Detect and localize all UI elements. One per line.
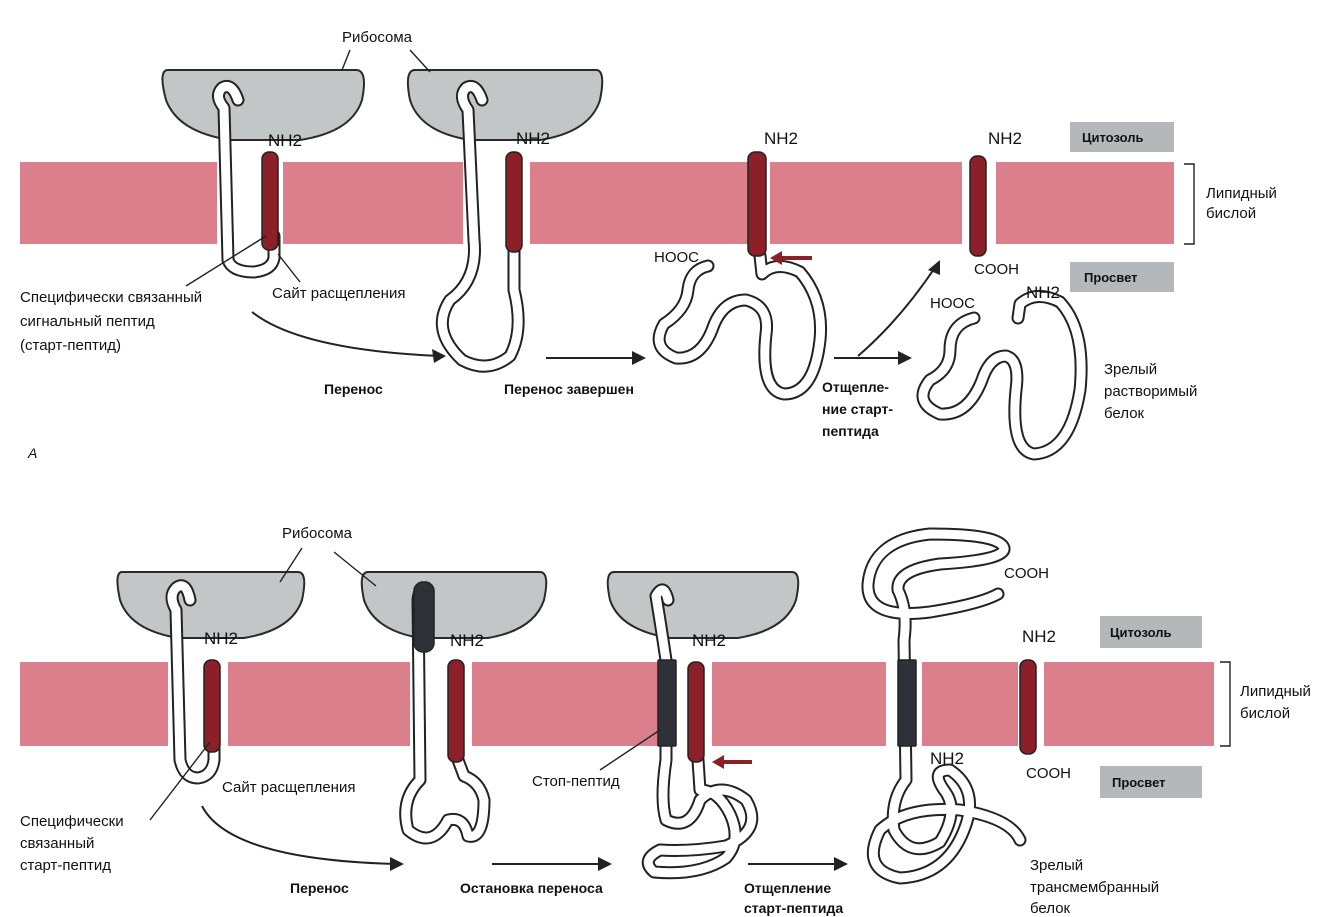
ribosome-pointer — [410, 50, 430, 72]
cleaved-signal-peptide — [970, 156, 986, 256]
signal-peptide-label: Специфически связанный — [20, 289, 202, 306]
nh2-label: NH2 — [764, 129, 798, 148]
ribosome — [608, 572, 799, 638]
lumen-tag-text: Просвет — [1112, 775, 1166, 790]
signal-peptide-label: (старт-пептид) — [20, 337, 121, 354]
bilayer-bracket — [1184, 164, 1194, 244]
nh2-label: NH2 — [450, 631, 484, 650]
ribosome-label: Рибосома — [282, 525, 353, 542]
ribosome — [408, 70, 602, 140]
process-arrow-head — [632, 351, 646, 365]
step-label: ние старт- — [822, 401, 893, 417]
ribosome-label: Рибосома — [342, 29, 413, 46]
result-label: Зрелый — [1030, 857, 1083, 874]
stop-peptide — [898, 660, 916, 746]
signal-peptide — [506, 152, 522, 252]
cleavage-site-label: Сайт расщепления — [272, 285, 405, 302]
mature-protein — [923, 296, 1081, 454]
cooh-label: COOH — [974, 261, 1019, 278]
nh2-label: NH2 — [930, 749, 964, 768]
cleavage-arrow-head — [712, 755, 724, 769]
signal-peptide — [748, 152, 766, 256]
process-arrow-head — [928, 260, 940, 275]
step-label: старт-пептида — [744, 900, 843, 916]
result-label: Зрелый — [1104, 361, 1157, 378]
membrane-segment — [770, 162, 962, 244]
bilayer-label: бислой — [1206, 205, 1256, 222]
process-arrow-head — [598, 857, 612, 871]
panel-a: Рибосома Цитозоль Просвет Липидный бисло… — [20, 29, 1277, 461]
cleavage-pointer — [278, 254, 300, 282]
step-label: Перенос — [290, 880, 349, 896]
start-peptide-label: Специфически — [20, 813, 124, 830]
step-label: Перенос завершен — [504, 381, 634, 397]
start-peptide — [204, 660, 220, 752]
lumen-tag-text: Просвет — [1084, 270, 1138, 285]
nh2-label: NH2 — [268, 131, 302, 150]
step-label: Отщепле- — [822, 379, 889, 395]
membrane-segment — [283, 162, 463, 244]
nh2-label: NH2 — [204, 629, 238, 648]
step-label: Остановка переноса — [460, 880, 603, 896]
signal-peptide-label: сигнальный пептид — [20, 313, 155, 330]
start-peptide — [688, 662, 704, 762]
result-label: растворимый — [1104, 383, 1197, 400]
nh2-label: NH2 — [1026, 283, 1060, 302]
step-label: Отщепление — [744, 880, 831, 896]
cleavage-site-label: Сайт расщепления — [222, 779, 355, 796]
process-arrow-head — [390, 857, 404, 871]
start-peptide-label: связанный — [20, 835, 94, 852]
membrane-segment — [472, 662, 660, 746]
panel-b: Рибосома Цитозоль Просвет Липидный бисло… — [20, 525, 1311, 917]
panel-letter: A — [27, 445, 37, 461]
process-arrow-head — [898, 351, 912, 365]
membrane-segment — [922, 662, 1018, 746]
process-arrow — [202, 806, 398, 864]
membrane-segment — [530, 162, 752, 244]
cooh-label: COOH — [1026, 765, 1071, 782]
nh2-label: NH2 — [516, 129, 550, 148]
membrane-segment — [996, 162, 1174, 244]
bilayer-label: Липидный — [1240, 683, 1311, 700]
ribosome — [162, 70, 364, 140]
process-arrow-head — [834, 857, 848, 871]
result-label: трансмембранный — [1030, 879, 1159, 896]
hooc-label: HOOC — [930, 295, 975, 312]
membrane-segment — [712, 662, 886, 746]
result-label: белок — [1104, 405, 1145, 422]
nh2-label: NH2 — [692, 631, 726, 650]
cleaved-start-peptide — [1020, 660, 1036, 754]
membrane-segment — [20, 662, 168, 746]
membrane-segment — [20, 162, 217, 244]
result-label: белок — [1030, 900, 1071, 917]
signal-peptide — [262, 152, 278, 250]
stop-peptide — [414, 582, 434, 652]
cytosol-tag-text: Цитозоль — [1110, 625, 1171, 640]
cytosol-tag-text: Цитозоль — [1082, 130, 1143, 145]
bilayer-bracket — [1220, 662, 1230, 746]
stop-peptide-label: Стоп-пептид — [532, 773, 620, 790]
ribosome-pointer — [342, 50, 350, 70]
start-peptide-label: старт-пептид — [20, 857, 111, 874]
process-arrow-head — [432, 349, 446, 363]
step-label: пептида — [822, 423, 879, 439]
bilayer-label: Липидный — [1206, 185, 1277, 202]
membrane-segment — [228, 662, 410, 746]
step-label: Перенос — [324, 381, 383, 397]
ribosome — [362, 572, 547, 638]
start-peptide — [448, 660, 464, 762]
nh2-label: NH2 — [1022, 627, 1056, 646]
process-arrow — [858, 266, 936, 356]
hooc-label: HOOC — [654, 249, 699, 266]
membrane-segment — [1044, 662, 1214, 746]
ribosome-pointer — [334, 552, 376, 586]
polypeptide-chain — [659, 256, 820, 394]
cooh-label: COOH — [1004, 565, 1049, 582]
bilayer-label: бислой — [1240, 705, 1290, 722]
stop-peptide — [658, 660, 676, 746]
nh2-label: NH2 — [988, 129, 1022, 148]
process-arrow — [252, 312, 440, 356]
